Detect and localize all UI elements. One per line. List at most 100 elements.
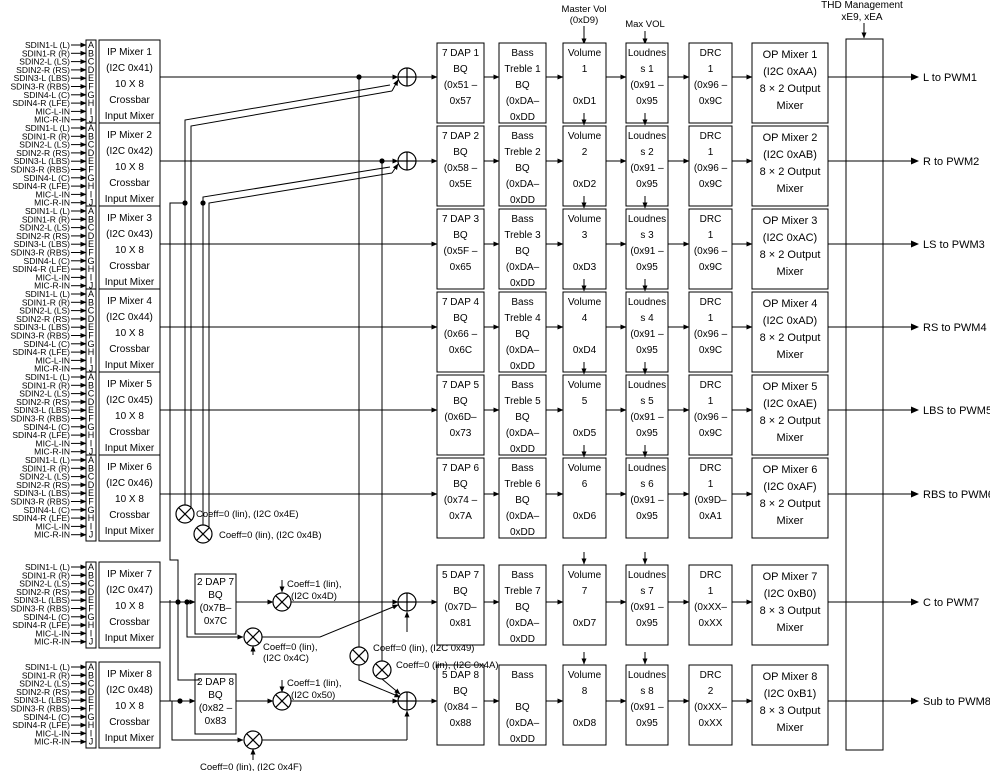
op-mixer-3-line-3: 8 × 2 Output <box>760 249 821 261</box>
ip-mixer-6-line-2: (I2C 0x46) <box>106 478 153 489</box>
input-label: SDIN2-R (RS) <box>16 65 70 75</box>
pin-label: G <box>87 422 94 432</box>
bass-treble-2-line-3: BQ <box>515 163 530 174</box>
drc-3-line-4: 0x9C <box>699 262 722 273</box>
loudness-4-line-1: Loudnes <box>628 297 666 308</box>
pre-dap-7-line-2: BQ <box>208 590 223 601</box>
pin-label: F <box>88 248 94 258</box>
dap-8-line-3: (0x84 – <box>444 702 478 713</box>
input-label: SDIN2-R (RS) <box>16 587 70 597</box>
dap-3: 7 DAP 3BQ(0x5F –0x65 <box>436 208 485 290</box>
pin-label: D <box>88 314 95 324</box>
dap-7-line-3: (0x7D– <box>444 602 477 613</box>
drc-3-line-1: DRC <box>700 214 722 225</box>
input-label: MIC-R-IN <box>34 637 70 647</box>
dap-6-line-2: BQ <box>453 479 468 490</box>
drc-3-line-2: 1 <box>708 230 714 241</box>
input-label: SDIN1-L (L) <box>25 206 70 216</box>
ip-mixer-8-line-1: IP Mixer 8 <box>107 669 152 680</box>
input-label: SDIN2-R (RS) <box>16 148 70 158</box>
op-mixer-7-line-2: (I2C 0xB0) <box>764 588 817 600</box>
ip-mixer-4-line-3: 10 X 8 <box>115 328 144 339</box>
volume-4-line-1: Volume <box>568 297 602 308</box>
summer-2 <box>397 151 417 171</box>
op-mixer-5-line-3: 8 × 2 Output <box>760 415 821 427</box>
bass-treble-8-line-1: Bass <box>511 670 533 681</box>
pin-label: F <box>88 497 94 507</box>
pin-label: A <box>88 455 94 465</box>
input-label: SDIN1-L (L) <box>25 455 70 465</box>
volume-3-line-2: 3 <box>582 230 588 241</box>
drc-7-line-2: 1 <box>708 586 714 597</box>
summer-arrow <box>391 163 399 174</box>
drc-5-line-1: DRC <box>700 380 722 391</box>
input-label: SDIN1-R (R) <box>22 463 70 473</box>
thd-management-label: THD Management xE9, xEA <box>821 0 903 23</box>
drc-1-line-4: 0x9C <box>699 96 722 107</box>
pin-label: J <box>89 281 94 291</box>
ip-mixer-4-line-1: IP Mixer 4 <box>107 296 152 307</box>
loudness-6-line-3: (0x91 – <box>630 495 664 506</box>
input-label: MIC-L-IN <box>36 438 70 448</box>
pin-label: I <box>90 628 93 638</box>
input-label: SDIN3-L (LBS) <box>14 595 71 605</box>
op-mixer-1-line-3: 8 × 2 Output <box>760 83 821 95</box>
dap-7-line-1: 5 DAP 7 <box>442 570 479 581</box>
ip-mixer-7-line-5: Input Mixer <box>105 633 155 644</box>
summer-1 <box>397 67 417 87</box>
drc-4-line-1: DRC <box>700 297 722 308</box>
bass-treble-5-line-1: Bass <box>511 380 533 391</box>
coeff-label-4f: Coeff=0 (lin), (I2C 0x4F) <box>200 762 302 771</box>
summer-8 <box>397 691 417 711</box>
mix-line-7 <box>186 602 244 640</box>
dap-3-line-3: (0x5F – <box>444 246 478 257</box>
pin-label: E <box>88 322 94 332</box>
input-label: MIC-L-IN <box>36 272 70 282</box>
drc-1-line-1: DRC <box>700 48 722 59</box>
drc-1-line-2: 1 <box>708 64 714 75</box>
bass-treble-5-line-3: BQ <box>515 412 530 423</box>
channel-row-4: SDIN1-L (L)SDIN1-R (R)SDIN2-L (LS)SDIN2-… <box>10 279 987 376</box>
pin-label: J <box>89 737 94 747</box>
cross-line-a <box>184 84 391 509</box>
drc-8-line-4: 0xXX <box>699 718 723 729</box>
pin-label: C <box>88 679 95 689</box>
pin-label: G <box>87 712 94 722</box>
dap-4: 7 DAP 4BQ(0x66 –0x6C <box>436 291 485 373</box>
pin-label: C <box>88 223 95 233</box>
bass-treble-3-line-5: 0xDD <box>510 278 535 289</box>
coeff-label-4c-a: Coeff=0 (lin), <box>263 642 317 653</box>
pin-label: I <box>90 355 93 365</box>
input-label: SDIN3-L (LBS) <box>14 156 71 166</box>
bass-treble-6-line-3: BQ <box>515 495 530 506</box>
summer-arrow <box>391 79 399 92</box>
op-mixer-4-line-4: Mixer <box>777 349 804 361</box>
pin-label: F <box>88 704 94 714</box>
pin-label: B <box>88 131 94 141</box>
op-mixer-8-line-4: Mixer <box>777 722 804 734</box>
input-label: SDIN3-R (RBS) <box>10 331 70 341</box>
input-label: MIC-R-IN <box>34 447 70 457</box>
input-label: SDIN4-R (LFE) <box>12 347 70 357</box>
pre-dap-8-line-1: 2 DAP 8 <box>197 677 234 688</box>
ip-mixer-7-line-2: (I2C 0x47) <box>106 585 153 596</box>
bass-treble-7-line-1: Bass <box>511 570 533 581</box>
input-label: SDIN3-L (LBS) <box>14 322 71 332</box>
input-label: SDIN3-R (RBS) <box>10 82 70 92</box>
input-label: SDIN3-L (LBS) <box>14 239 71 249</box>
ip-mixer-8-line-2: (I2C 0x48) <box>106 685 153 696</box>
ip-mixer-2-line-4: Crossbar <box>109 178 150 189</box>
loudness-8-line-4: 0x95 <box>636 718 658 729</box>
pre-dap-7-line-3: (0x7B– <box>200 603 232 614</box>
dap-1-line-1: 7 DAP 1 <box>442 48 479 59</box>
